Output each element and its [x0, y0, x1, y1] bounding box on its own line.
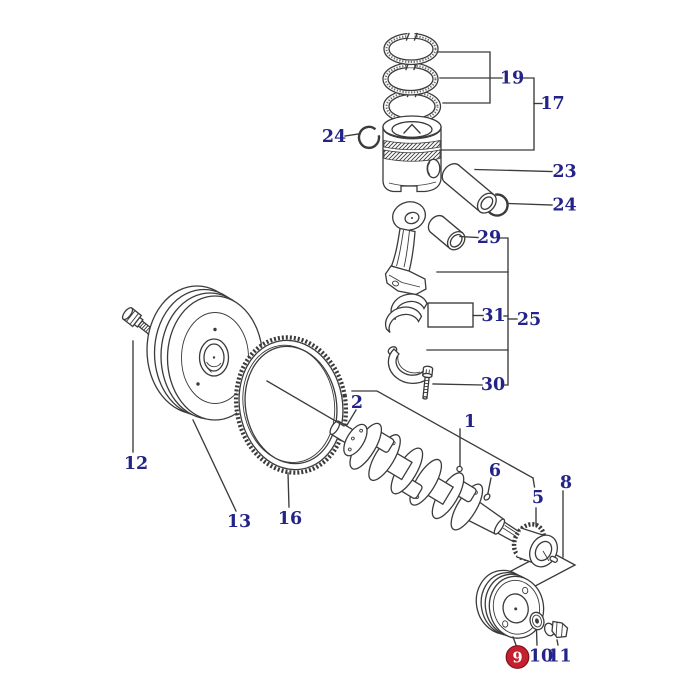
callout-13[interactable]: 13 [227, 512, 251, 532]
callout-12[interactable]: 12 [124, 454, 148, 474]
small-end-bushing [427, 214, 466, 251]
callout-25[interactable]: 25 [517, 310, 541, 330]
dowel-pin [483, 493, 491, 501]
compression-ring-2 [382, 60, 439, 96]
callout-17[interactable]: 17 [540, 94, 564, 114]
piston-rings [382, 31, 442, 124]
rod-bolt [422, 365, 434, 400]
rod-cap [387, 346, 431, 385]
timing-sprocket [511, 522, 559, 568]
highlight-circle[interactable] [505, 645, 530, 669]
callout-10[interactable]: 10 [529, 647, 553, 667]
leader-lines [132, 51, 564, 646]
connecting-rod [384, 201, 427, 296]
callout-1[interactable]: 1 [464, 412, 476, 432]
callout-24-left[interactable]: 24 [322, 127, 346, 147]
crankshaft-oil-hole [456, 465, 463, 473]
snap-ring-left [357, 125, 381, 150]
flywheel [146, 285, 264, 421]
compression-ring-1 [383, 31, 439, 66]
rod-bearings [384, 293, 428, 333]
highlighted-callout-9[interactable]: 9 [505, 645, 530, 669]
woodruff-key [549, 555, 559, 563]
callout-labels: 19 17 24 23 24 29 31 25 30 12 13 16 2 1 … [124, 69, 577, 667]
piston-pin [441, 163, 497, 214]
pulley-washer [529, 611, 545, 631]
callout-6[interactable]: 6 [489, 461, 501, 481]
callout-5[interactable]: 5 [532, 488, 544, 508]
callout-31[interactable]: 31 [481, 306, 505, 326]
callout-30[interactable]: 30 [481, 375, 505, 395]
crankshaft [329, 420, 525, 545]
callout-29[interactable]: 29 [477, 228, 501, 248]
callout-23[interactable]: 23 [552, 162, 576, 182]
ring-gear [233, 335, 349, 475]
callout-19[interactable]: 19 [500, 69, 524, 89]
callout-24-right[interactable]: 24 [552, 196, 576, 216]
callout-2[interactable]: 2 [351, 393, 363, 413]
callout-11[interactable]: 11 [547, 647, 571, 667]
callout-8[interactable]: 8 [560, 473, 572, 493]
piston [382, 115, 442, 193]
callout-16[interactable]: 16 [278, 509, 302, 529]
pulley-bolt [543, 620, 569, 639]
callout-9[interactable]: 9 [512, 649, 522, 666]
